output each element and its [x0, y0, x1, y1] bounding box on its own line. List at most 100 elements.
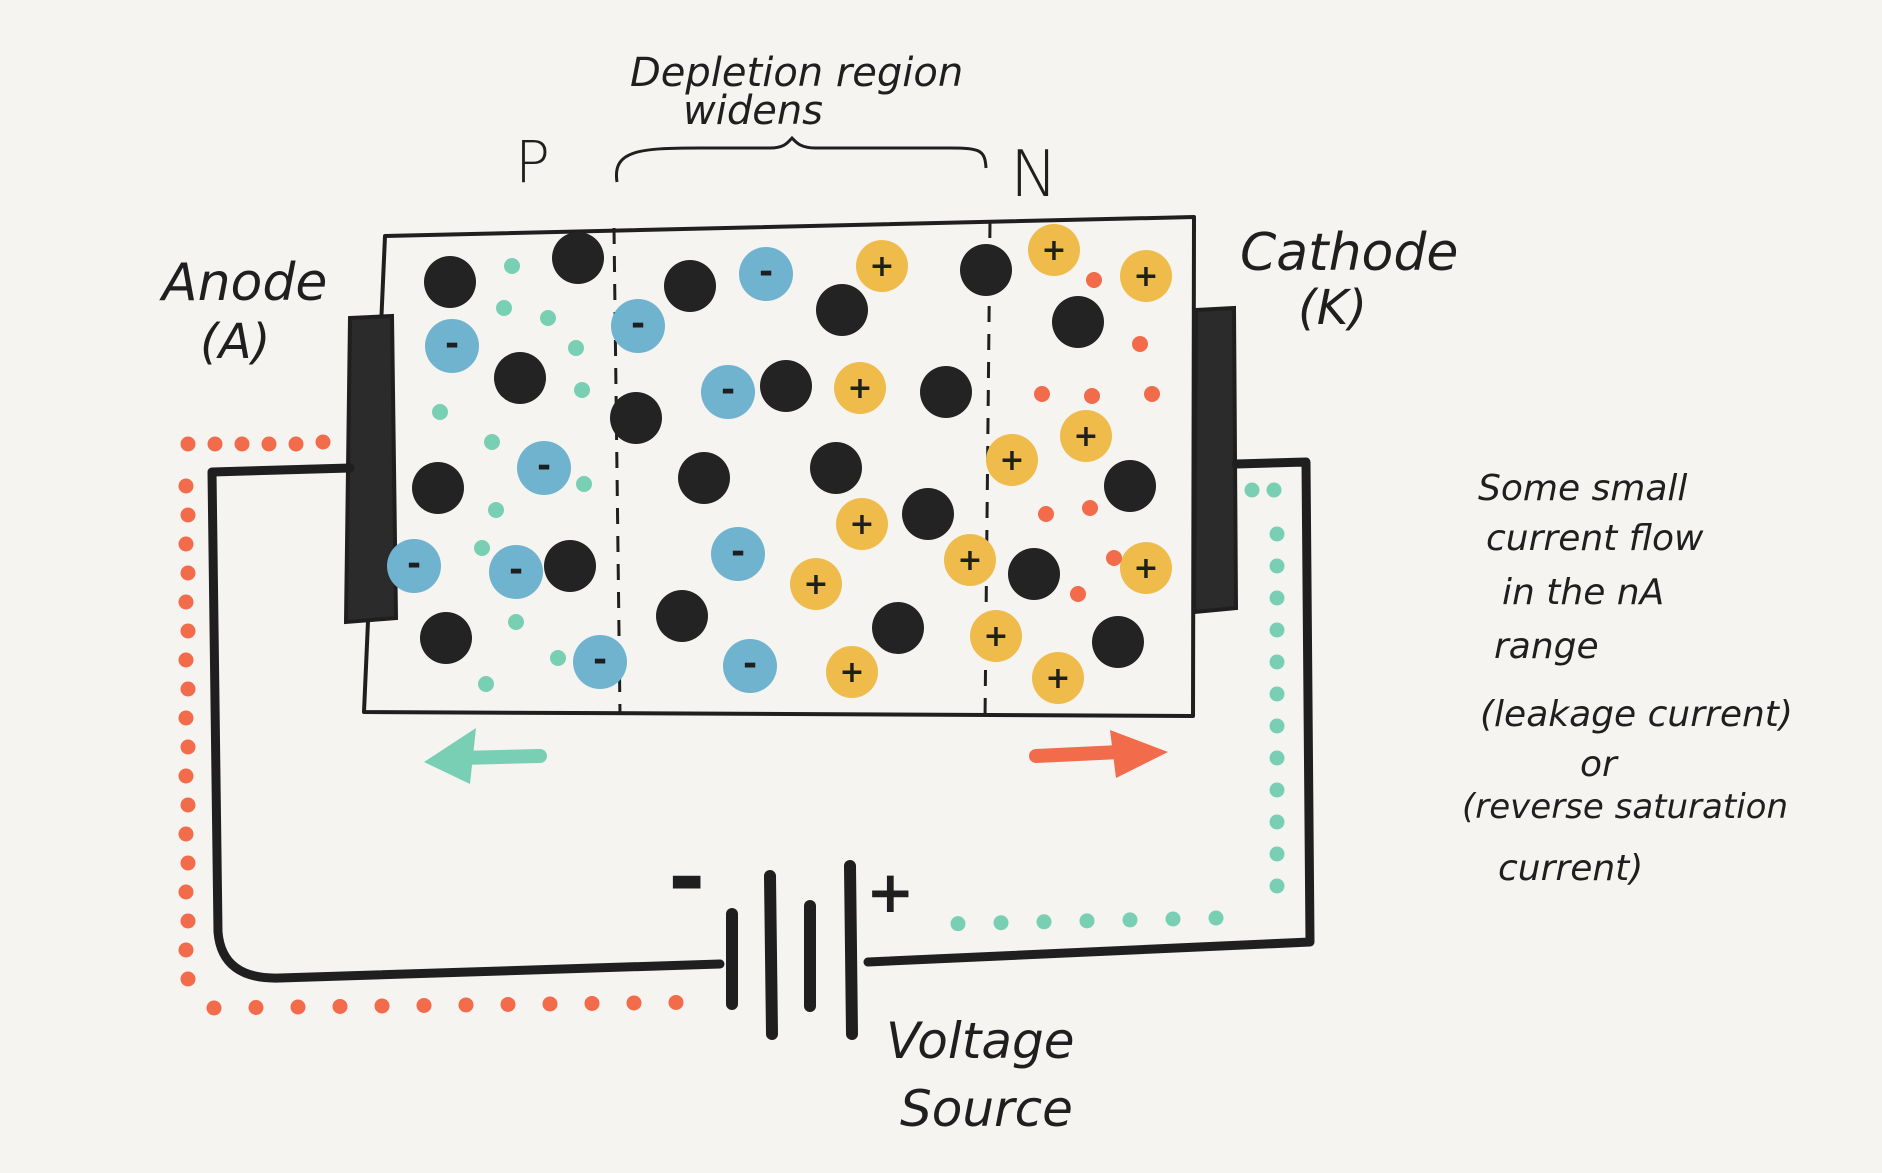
hole-10 — [474, 540, 490, 556]
atom-6 — [420, 612, 472, 664]
electron-flow-dot-18 — [180, 797, 196, 813]
anode-label-line2: (A) — [200, 314, 270, 370]
acceptor-ion-7: - — [701, 365, 755, 419]
electron-flow-dot-1 — [180, 436, 196, 452]
cathode-label-line1: Cathode — [1240, 223, 1458, 283]
atom-18 — [1052, 296, 1104, 348]
electron-flow-dot-2 — [207, 436, 223, 452]
donor-ion-symbol: + — [869, 249, 894, 284]
donor-ion-symbol: + — [983, 619, 1008, 654]
donor-ion-symbol: + — [847, 371, 872, 406]
atom-21 — [1092, 616, 1144, 668]
hole-5 — [574, 382, 590, 398]
atom-14 — [656, 590, 708, 642]
electron-flow-dot-27 — [290, 999, 306, 1015]
hole-flow-dot-7 — [1269, 654, 1285, 670]
donor-ion-6: + — [1060, 410, 1112, 462]
acceptor-ion-body — [723, 639, 777, 693]
acceptor-ion-symbol: - — [593, 640, 607, 680]
electron-flow-dot-21 — [178, 884, 194, 900]
p-region-label: P — [515, 128, 550, 196]
donor-ion-body — [970, 610, 1022, 662]
hole-9 — [488, 502, 504, 518]
electron-flow-dot-22 — [180, 913, 196, 929]
electron-flow-dot-11 — [178, 594, 194, 610]
electron-flow-dot-19 — [178, 826, 194, 842]
electron-flow-dot-32 — [500, 996, 516, 1012]
acceptor-ion-symbol: - — [537, 446, 551, 486]
hole-flow-dot-1 — [1244, 482, 1260, 498]
electron-flow-dot-9 — [178, 536, 194, 552]
atom-1 — [424, 256, 476, 308]
electron-flow-dot-29 — [374, 998, 390, 1014]
atom-2 — [552, 232, 604, 284]
electron-flow-dot-24 — [180, 971, 196, 987]
electron-flow-dot-3 — [234, 436, 250, 452]
battery-plus-sign: + — [866, 858, 915, 926]
anode-label-line1: Anode — [159, 253, 327, 313]
acceptor-ion-symbol: - — [743, 644, 757, 684]
acceptor-ion-symbol: - — [721, 370, 735, 410]
donor-ion-5: + — [986, 434, 1038, 486]
donor-ion-symbol: + — [849, 507, 874, 542]
arrow-right-icon — [1029, 730, 1168, 778]
electron-2 — [1132, 336, 1148, 352]
atom-13 — [902, 488, 954, 540]
hole-flow-dot-8 — [1269, 686, 1285, 702]
atom-20 — [1008, 548, 1060, 600]
leakage-note: Some small current flow in the nA range … — [1462, 468, 1793, 889]
anode-electrode — [343, 313, 399, 625]
donor-ion-13: + — [1120, 542, 1172, 594]
note-line-2: current flow — [1486, 518, 1704, 559]
hole-flow-dot-19 — [1036, 914, 1052, 930]
hole-flow-dot-5 — [1269, 590, 1285, 606]
donor-ion-symbol: + — [1133, 551, 1158, 586]
charge-particles: ----------+++++++++++++ — [178, 224, 1285, 1016]
hole-4 — [568, 340, 584, 356]
depletion-label-line1: Depletion region — [630, 50, 963, 96]
electron-flow-dot-35 — [626, 995, 642, 1011]
electron-8 — [1106, 550, 1122, 566]
acceptor-ion-symbol: - — [631, 304, 645, 344]
cathode-electrode — [1191, 305, 1239, 615]
note-line-5: (leakage current) — [1480, 694, 1793, 735]
donor-ion-2: + — [1028, 224, 1080, 276]
voltage-source-label-line1: Voltage — [886, 1012, 1075, 1070]
note-line-6: or — [1580, 744, 1619, 785]
atom-8 — [816, 284, 868, 336]
electron-flow-dot-20 — [180, 855, 196, 871]
hole-12 — [550, 650, 566, 666]
hole-11 — [508, 614, 524, 630]
acceptor-ion-10: - — [723, 639, 777, 693]
electron-flow-dot-5 — [288, 436, 304, 452]
hole-flow-dot-20 — [993, 915, 1009, 931]
donor-ion-11: + — [826, 646, 878, 698]
depletion-label-line2: widens — [683, 88, 823, 134]
donor-ion-9: + — [790, 558, 842, 610]
acceptor-ion-body — [387, 539, 441, 593]
note-line-8: current) — [1498, 848, 1643, 889]
battery-icon — [726, 860, 858, 1040]
electron-3 — [1034, 386, 1050, 402]
hole-3 — [540, 310, 556, 326]
electron-1 — [1086, 272, 1102, 288]
arrow-left-icon — [424, 728, 547, 784]
hole-flow-dot-14 — [1269, 878, 1285, 894]
donor-ion-symbol: + — [839, 655, 864, 690]
atom-3 — [494, 352, 546, 404]
donor-ion-body — [826, 646, 878, 698]
acceptor-ion-2: - — [517, 441, 571, 495]
electron-4 — [1084, 388, 1100, 404]
hole-flow-dot-3 — [1269, 526, 1285, 542]
electron-flow-dot-33 — [542, 996, 558, 1012]
electron-flow-dot-6 — [315, 434, 331, 450]
acceptor-ion-body — [701, 365, 755, 419]
electron-flow-dot-26 — [248, 999, 264, 1015]
battery-minus-sign: - — [668, 825, 705, 930]
circuit-wire-right — [863, 457, 1315, 967]
electron-5 — [1144, 386, 1160, 402]
hole-flow-dot-13 — [1269, 846, 1285, 862]
donor-ion-body — [986, 434, 1038, 486]
atom-19 — [1104, 460, 1156, 512]
